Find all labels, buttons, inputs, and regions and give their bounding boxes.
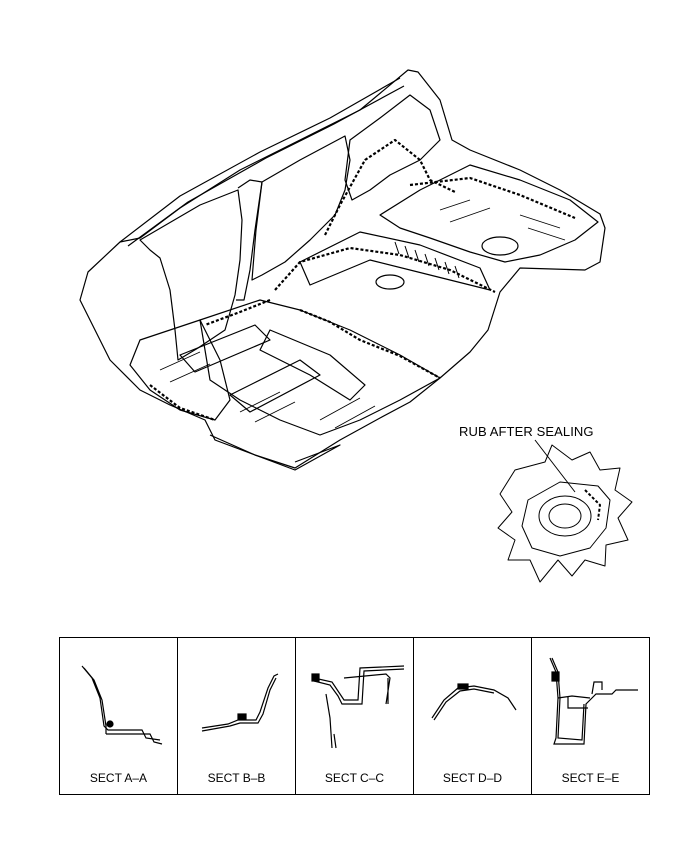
rear-seat-cross-member <box>229 359 321 413</box>
section-a-a: SECT A–A <box>60 638 178 794</box>
spare-tire-well <box>481 236 519 256</box>
detail-tire-well <box>521 481 611 557</box>
section-a-a-profile <box>81 665 163 745</box>
section-c-c: SECT C–C <box>296 638 414 794</box>
section-c-c-label: SECT C–C <box>324 771 385 785</box>
front-seat-cross-member <box>179 324 271 373</box>
rub-after-sealing-label: RUB AFTER SEALING <box>459 424 594 439</box>
section-views-table: SECT A–A SECT B–B SECT C–C SECT D–D <box>59 637 650 795</box>
section-d-d: SECT D–D <box>414 638 532 794</box>
rear-cross-member <box>299 231 491 291</box>
sealer-lines <box>149 138 576 422</box>
roof-rail <box>119 77 401 243</box>
front-door-opening <box>139 189 243 361</box>
section-d-d-label: SECT D–D <box>442 771 503 785</box>
section-e-e: SECT E–E <box>532 638 649 794</box>
section-e-e-label: SECT E–E <box>561 771 620 785</box>
body-outline <box>79 69 606 469</box>
rear-floor-plug <box>375 274 405 290</box>
rear-door-opening <box>251 135 351 281</box>
section-b-b: SECT B–B <box>178 638 296 794</box>
vehicle-underbody-illustration <box>79 69 633 583</box>
front-floor <box>129 319 231 421</box>
rear-wheelhouse <box>344 94 441 201</box>
floor-tunnel <box>259 329 366 401</box>
side-sill <box>209 434 341 471</box>
section-b-b-label: SECT B–B <box>207 771 266 785</box>
section-a-a-label: SECT A–A <box>89 771 148 785</box>
detail-starburst <box>497 444 633 583</box>
section-d-d-profile <box>431 683 517 721</box>
rear-floor-slots <box>394 241 460 279</box>
section-e-e-profile <box>549 657 638 745</box>
center-floor <box>199 299 441 436</box>
section-b-b-profile <box>201 673 279 732</box>
section-c-c-profile <box>311 665 405 749</box>
floor-ribs <box>159 199 566 429</box>
trunk-floor <box>379 164 599 263</box>
b-pillar <box>236 179 263 301</box>
